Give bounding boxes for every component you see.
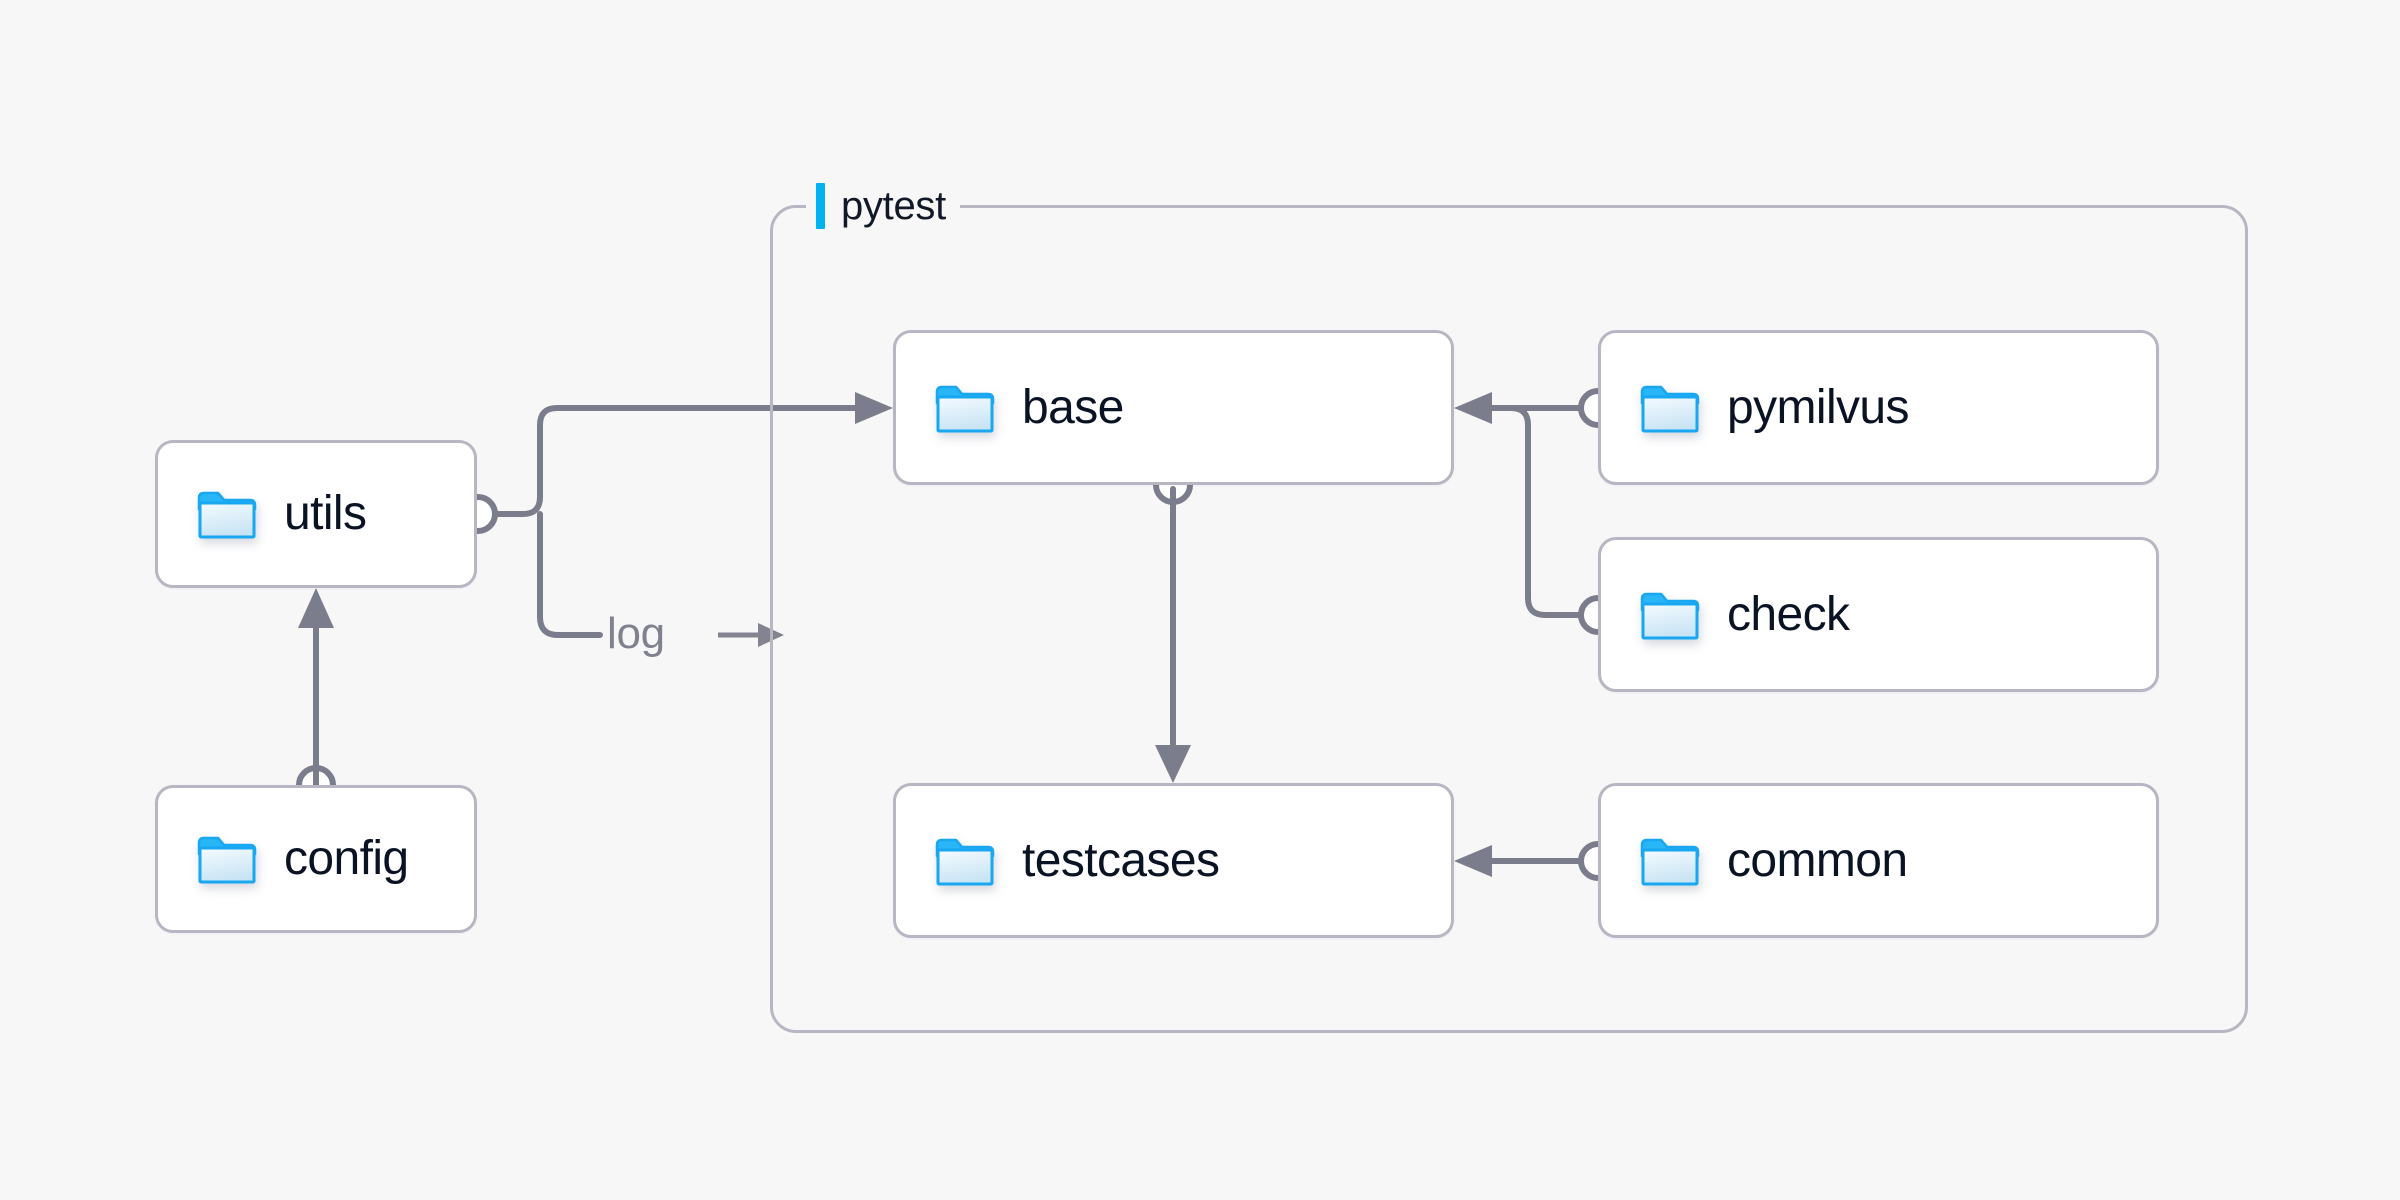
node-utils-label: utils — [284, 487, 367, 540]
folder-icon — [1640, 385, 1700, 432]
node-pymilvus-label: pymilvus — [1727, 380, 1910, 434]
folder-icon — [935, 385, 995, 432]
edge-label-log: log — [607, 609, 665, 658]
node-common-label: common — [1727, 833, 1908, 887]
group-pytest[interactable] — [770, 205, 2248, 1033]
wire-utils-to-log — [537, 511, 603, 638]
group-pytest-label-text: pytest — [841, 184, 946, 228]
node-base[interactable]: base — [893, 330, 1454, 485]
folder-icon — [935, 838, 995, 885]
folder-icon — [1640, 592, 1700, 639]
accent-bar-icon — [816, 183, 825, 229]
node-config[interactable]: config — [155, 785, 477, 933]
arrow-config-to-utils — [298, 588, 334, 628]
node-base-label: base — [1022, 380, 1124, 434]
node-testcases[interactable]: testcases — [893, 783, 1454, 938]
node-common[interactable]: common — [1598, 783, 2159, 938]
folder-icon — [197, 491, 257, 539]
folder-icon — [197, 836, 257, 884]
node-check-label: check — [1727, 587, 1850, 641]
node-pymilvus[interactable]: pymilvus — [1598, 330, 2159, 485]
node-config-label: config — [284, 832, 409, 885]
node-utils[interactable]: utils — [155, 440, 477, 588]
node-check[interactable]: check — [1598, 537, 2159, 692]
group-pytest-label: pytest — [806, 180, 960, 232]
folder-icon — [1640, 838, 1700, 885]
node-testcases-label: testcases — [1022, 833, 1220, 887]
